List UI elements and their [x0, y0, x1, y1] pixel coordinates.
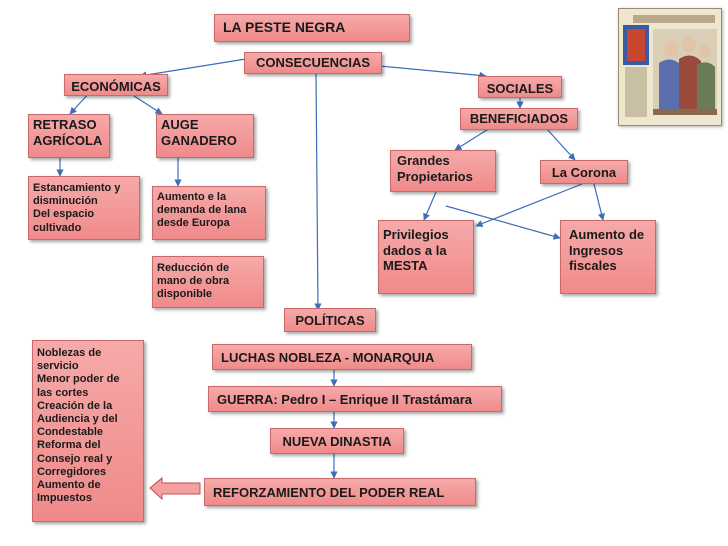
- arrow-consec-sociales: [379, 65, 487, 79]
- luchas-box: LUCHAS NOBLEZA - MONARQUIA: [212, 344, 472, 370]
- arrow-consec-politicas: [314, 71, 322, 311]
- sociales-box: SOCIALES: [478, 76, 562, 98]
- estancamiento-box: Estancamiento y disminución Del espacio …: [28, 176, 140, 240]
- grandes-propietarios-box: Grandes Propietarios: [390, 150, 496, 192]
- auge-ganadero-box: AUGE GANADERO: [156, 114, 254, 158]
- politicas-box: POLÍTICAS: [284, 308, 376, 332]
- arrow-grandes-ingresos: [445, 205, 561, 240]
- arrow-beneficiados-corona: [545, 127, 576, 161]
- arrow-grandes-privilegios: [423, 191, 437, 221]
- economicas-box: ECONÓMICAS: [64, 74, 168, 96]
- reduccion-box: Reducción de mano de obra disponible: [152, 256, 264, 308]
- aumento-ingresos-box: Aumento de Ingresos fiscales: [560, 220, 656, 294]
- noblezas-box: Noblezas de servicio Menor poder de las …: [32, 340, 144, 522]
- aumento-lana-box: Aumento e la demanda de lana desde Europ…: [152, 186, 266, 240]
- beneficiados-box: BENEFICIADOS: [460, 108, 578, 130]
- consecuencias-box: CONSECUENCIAS: [244, 52, 382, 74]
- reforzamiento-box: REFORZAMIENTO DEL PODER REAL: [204, 478, 476, 506]
- retraso-agricola-box: RETRASO AGRÍCOLA: [28, 114, 110, 158]
- arrow-consec-economicas: [139, 57, 253, 79]
- title-box: LA PESTE NEGRA: [214, 14, 410, 42]
- nueva-dinastia-box: NUEVA DINASTIA: [270, 428, 404, 454]
- block-arrow-left: [149, 476, 201, 501]
- arrow-beneficiados-grandes: [454, 127, 491, 151]
- privilegios-mesta-box: Privilegios dados a la MESTA: [378, 220, 474, 294]
- la-corona-box: La Corona: [540, 160, 628, 184]
- medieval-illustration-image: [618, 8, 722, 126]
- guerra-box: GUERRA: Pedro I – Enrique II Trastámara: [208, 386, 502, 412]
- arrow-corona-privilegios: [475, 183, 583, 227]
- arrow-corona-ingresos: [593, 183, 605, 221]
